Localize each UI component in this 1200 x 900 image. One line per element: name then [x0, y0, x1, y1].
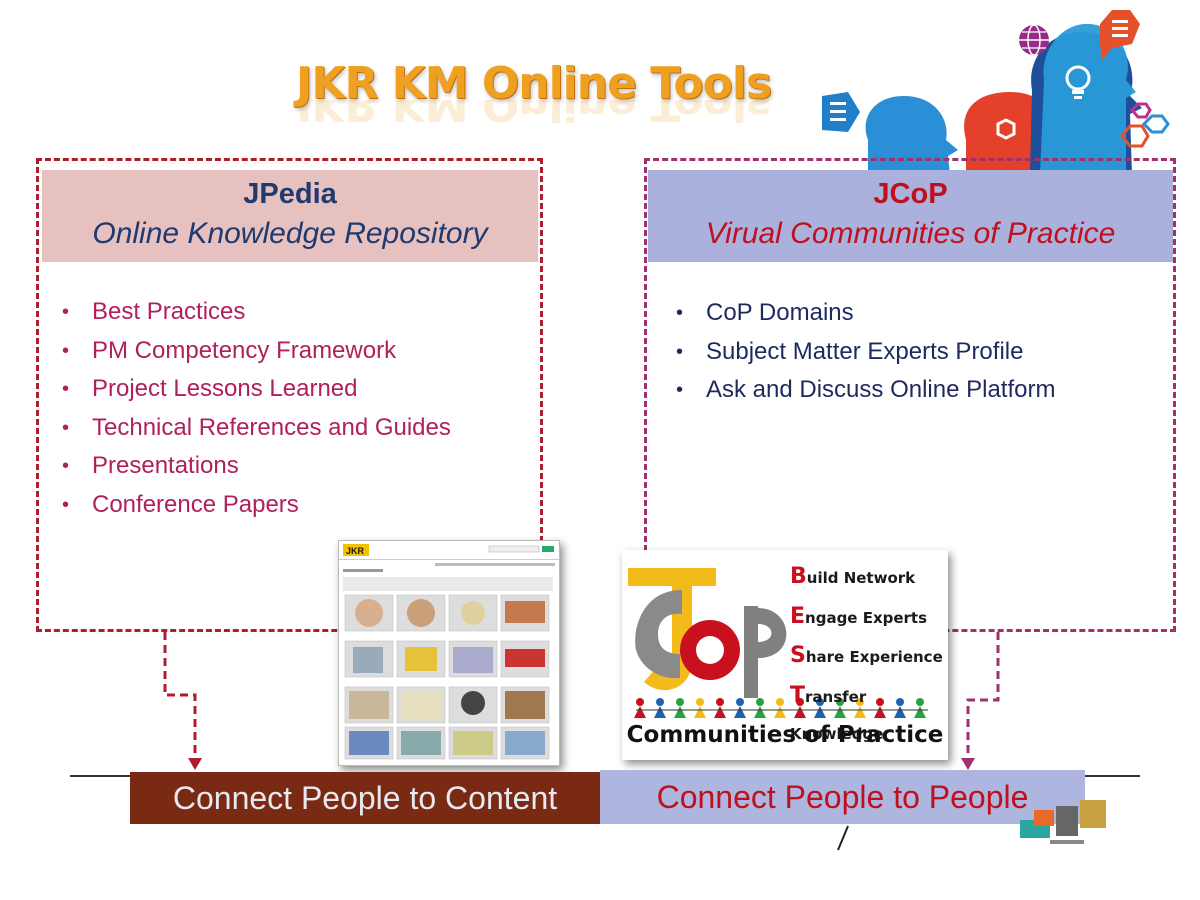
- bullet-icon: •: [62, 416, 70, 439]
- jcop-subtitle: Virual Communities of Practice: [705, 217, 1116, 250]
- jpedia-panel: [36, 158, 543, 632]
- hexagon-icon: [996, 118, 1016, 140]
- jkr-logo-icon: JKR: [346, 546, 365, 556]
- jcop-header: JCoP Virual Communities of Practice: [648, 170, 1173, 262]
- jcop-logo-words: Build Network Engage Experts Share Exper…: [790, 558, 948, 754]
- connect-people-to-people-bar: Connect People to People: [600, 770, 1085, 824]
- lightbulb-icon: [1065, 65, 1091, 99]
- arrow-down-icon: [961, 758, 975, 770]
- jcop-logo: Build Network Engage Experts Share Exper…: [622, 550, 948, 760]
- page-title: JKR KM Online Tools: [296, 58, 772, 109]
- jcop-list: •CoP Domains •Subject Matter Experts Pro…: [674, 294, 1164, 410]
- list-item: •Presentations: [60, 447, 530, 486]
- list-item: Share Experience: [790, 643, 943, 668]
- jpedia-thumbnail: JKR: [339, 541, 559, 765]
- bullet-icon: •: [62, 301, 70, 323]
- jpedia-website-screenshot: JKR: [338, 540, 560, 766]
- list-icon: [1100, 10, 1140, 60]
- list-item: •CoP Domains: [674, 294, 1164, 333]
- arrow-down-icon: [188, 758, 202, 770]
- list-item: Transfer Knowledge: [790, 682, 884, 744]
- divider-line: [1085, 775, 1140, 777]
- list-item: •PM Competency Framework: [60, 332, 530, 371]
- divider-line: [70, 775, 130, 777]
- jpedia-title: JPedia: [243, 178, 337, 210]
- list-item: •Best Practices: [60, 293, 530, 332]
- bullet-icon: •: [676, 379, 684, 401]
- connect-people-to-content-bar: Connect People to Content: [130, 772, 600, 824]
- bullet-icon: •: [62, 455, 70, 477]
- list-item: •Project Lessons Learned: [60, 370, 530, 409]
- bullet-icon: •: [676, 302, 684, 324]
- bullet-icon: •: [676, 340, 684, 363]
- list-item: •Ask and Discuss Online Platform: [674, 371, 1164, 410]
- jcop-logo-graphic: [628, 568, 928, 718]
- bullet-icon: •: [62, 339, 70, 362]
- head-silhouette-icon: [822, 10, 1170, 175]
- bullet-icon: •: [62, 378, 70, 400]
- list-item: Build Network: [790, 564, 916, 589]
- list-item: Engage Experts: [790, 603, 928, 629]
- list-item: •Technical References and Guides: [60, 409, 530, 448]
- jkr-logo-icon: [1020, 800, 1106, 844]
- people-chain-icon: [634, 698, 928, 718]
- jpedia-header: JPedia Online Knowledge Repository: [42, 170, 538, 262]
- jpedia-list: •Best Practices •PM Competency Framework…: [60, 293, 530, 524]
- bullet-icon: •: [62, 493, 70, 516]
- globe-icon: [1019, 24, 1049, 56]
- list-item: •Subject Matter Experts Profile: [674, 333, 1164, 372]
- list-icon: [822, 92, 860, 132]
- jcop-title: JCoP: [873, 178, 948, 210]
- jpedia-subtitle: Online Knowledge Repository: [92, 217, 488, 250]
- jcop-logo-footer: Communities of Practice: [626, 722, 944, 748]
- list-item: •Conference Papers: [60, 486, 530, 525]
